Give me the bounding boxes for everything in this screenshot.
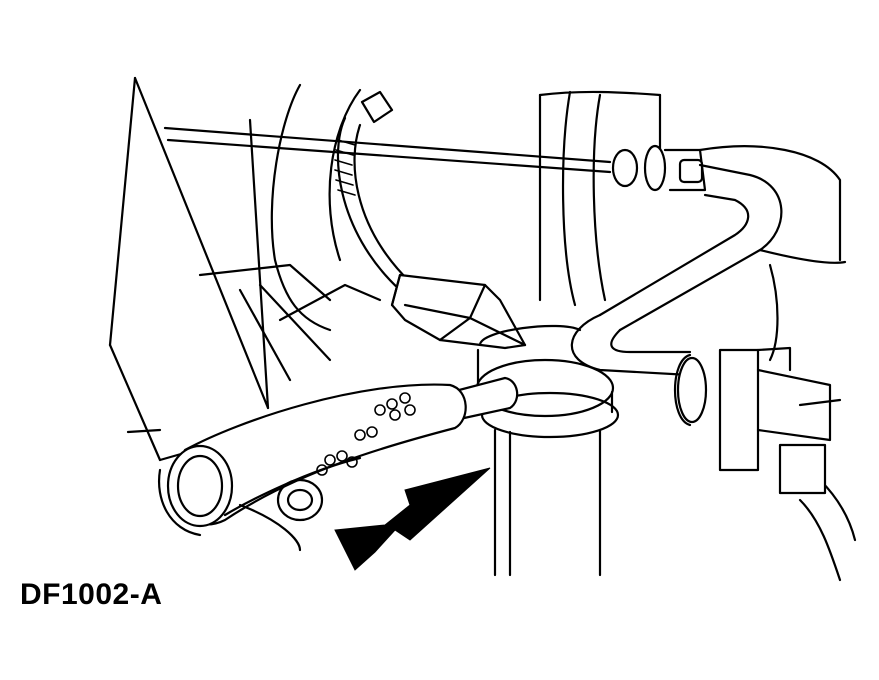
probe-tool	[157, 376, 519, 552]
bent-tube	[570, 163, 783, 377]
figure-id-label: DF1002-A	[20, 578, 163, 611]
pinion-flange	[475, 324, 620, 577]
sensor-connector	[390, 273, 527, 350]
axle-housing	[270, 83, 857, 582]
arrow-icon	[334, 467, 491, 571]
brake-line	[163, 126, 707, 192]
mount-bracket	[674, 346, 842, 495]
wire-harness	[334, 90, 412, 292]
frame-rail	[108, 76, 382, 462]
